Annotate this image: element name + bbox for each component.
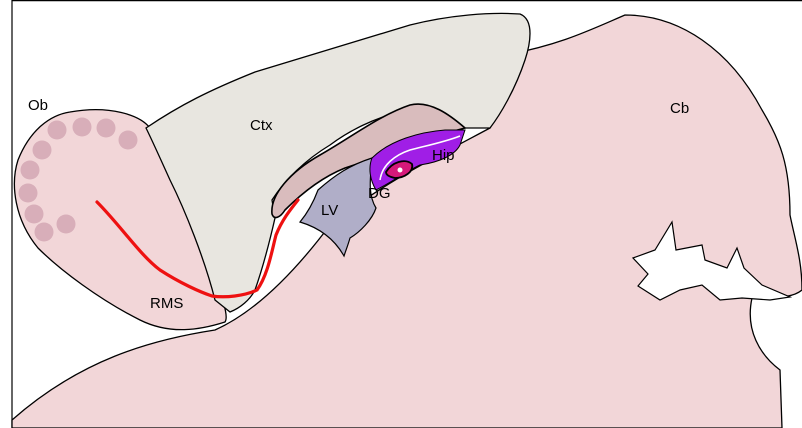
dentate-core (398, 168, 403, 173)
olfactory-bead (19, 184, 38, 203)
olfactory-bead (25, 205, 44, 224)
label-cb: Cb (670, 100, 689, 117)
olfactory-bead (73, 118, 92, 137)
label-hip: Hip (432, 147, 455, 164)
olfactory-bead (35, 223, 54, 242)
label-ctx: Ctx (250, 117, 273, 134)
olfactory-bead (97, 119, 116, 138)
label-lv: LV (321, 202, 338, 219)
olfactory-bead (33, 141, 52, 160)
olfactory-bead (21, 161, 40, 180)
label-rms: RMS (150, 295, 183, 312)
olfactory-bead (57, 215, 76, 234)
label-ob: Ob (28, 97, 48, 114)
label-dg: DG (368, 185, 391, 202)
olfactory-bead (119, 131, 138, 150)
olfactory-bead (48, 121, 67, 140)
